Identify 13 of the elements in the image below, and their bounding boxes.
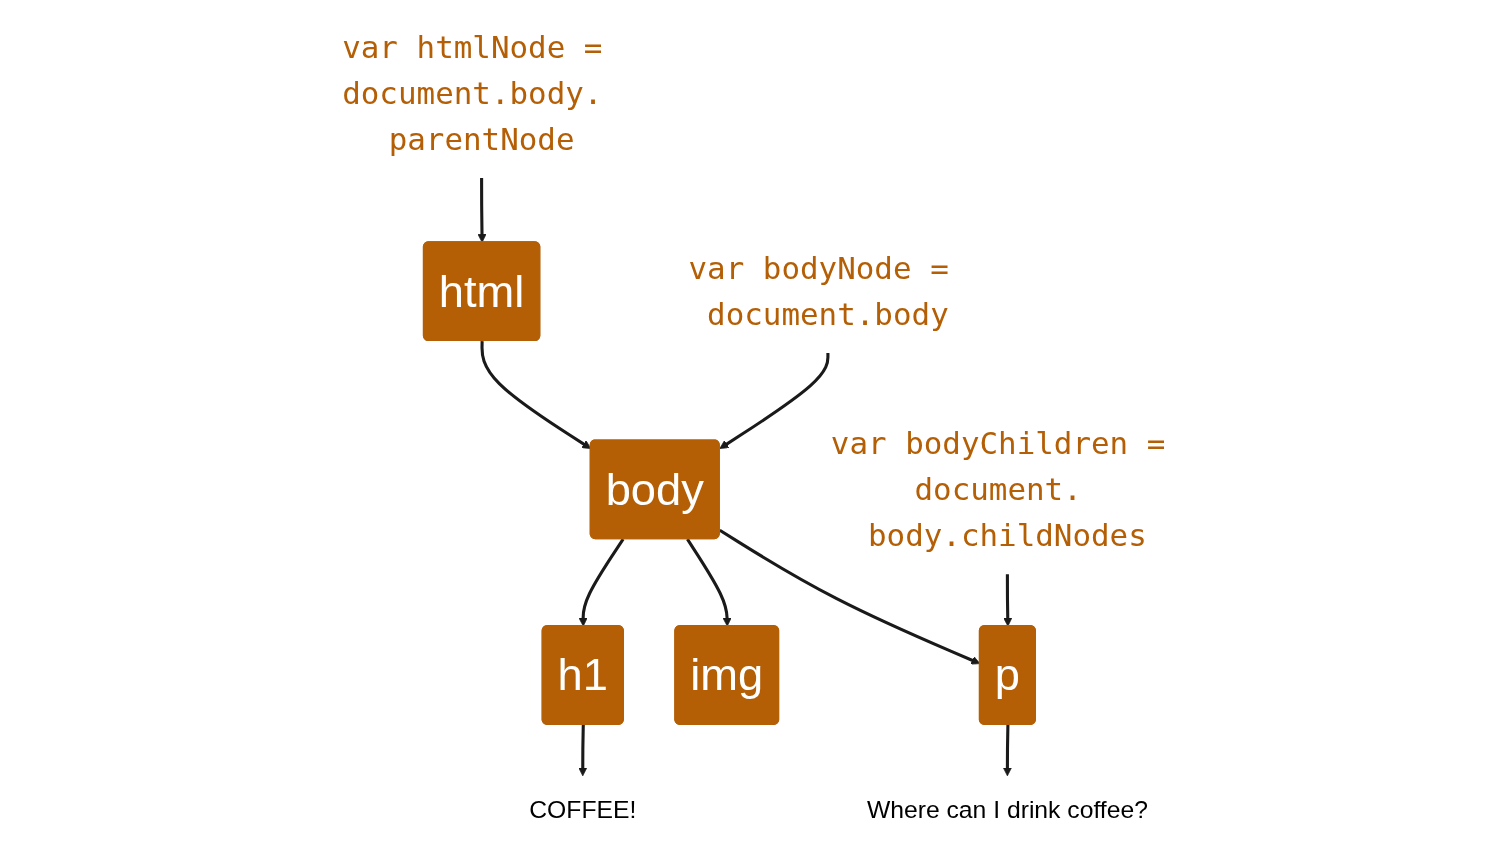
arrow bbox=[1002, 724, 1012, 777]
node-text: var bodyNode = document.body bbox=[688, 250, 949, 333]
node-text: Where can I drink coffee? bbox=[866, 795, 1148, 824]
arrow bbox=[477, 178, 487, 243]
arrow bbox=[578, 538, 625, 627]
arrow bbox=[719, 352, 830, 449]
arrow bbox=[686, 538, 732, 627]
node-text: var htmlNode = document.body. parentNode bbox=[342, 28, 603, 158]
node-text: var bodyChildren = document. body.childNodes bbox=[830, 424, 1166, 554]
node-text: COFFEE! bbox=[529, 795, 637, 824]
arrow bbox=[578, 724, 588, 777]
arrow bbox=[1003, 574, 1013, 627]
arrow bbox=[480, 341, 592, 449]
